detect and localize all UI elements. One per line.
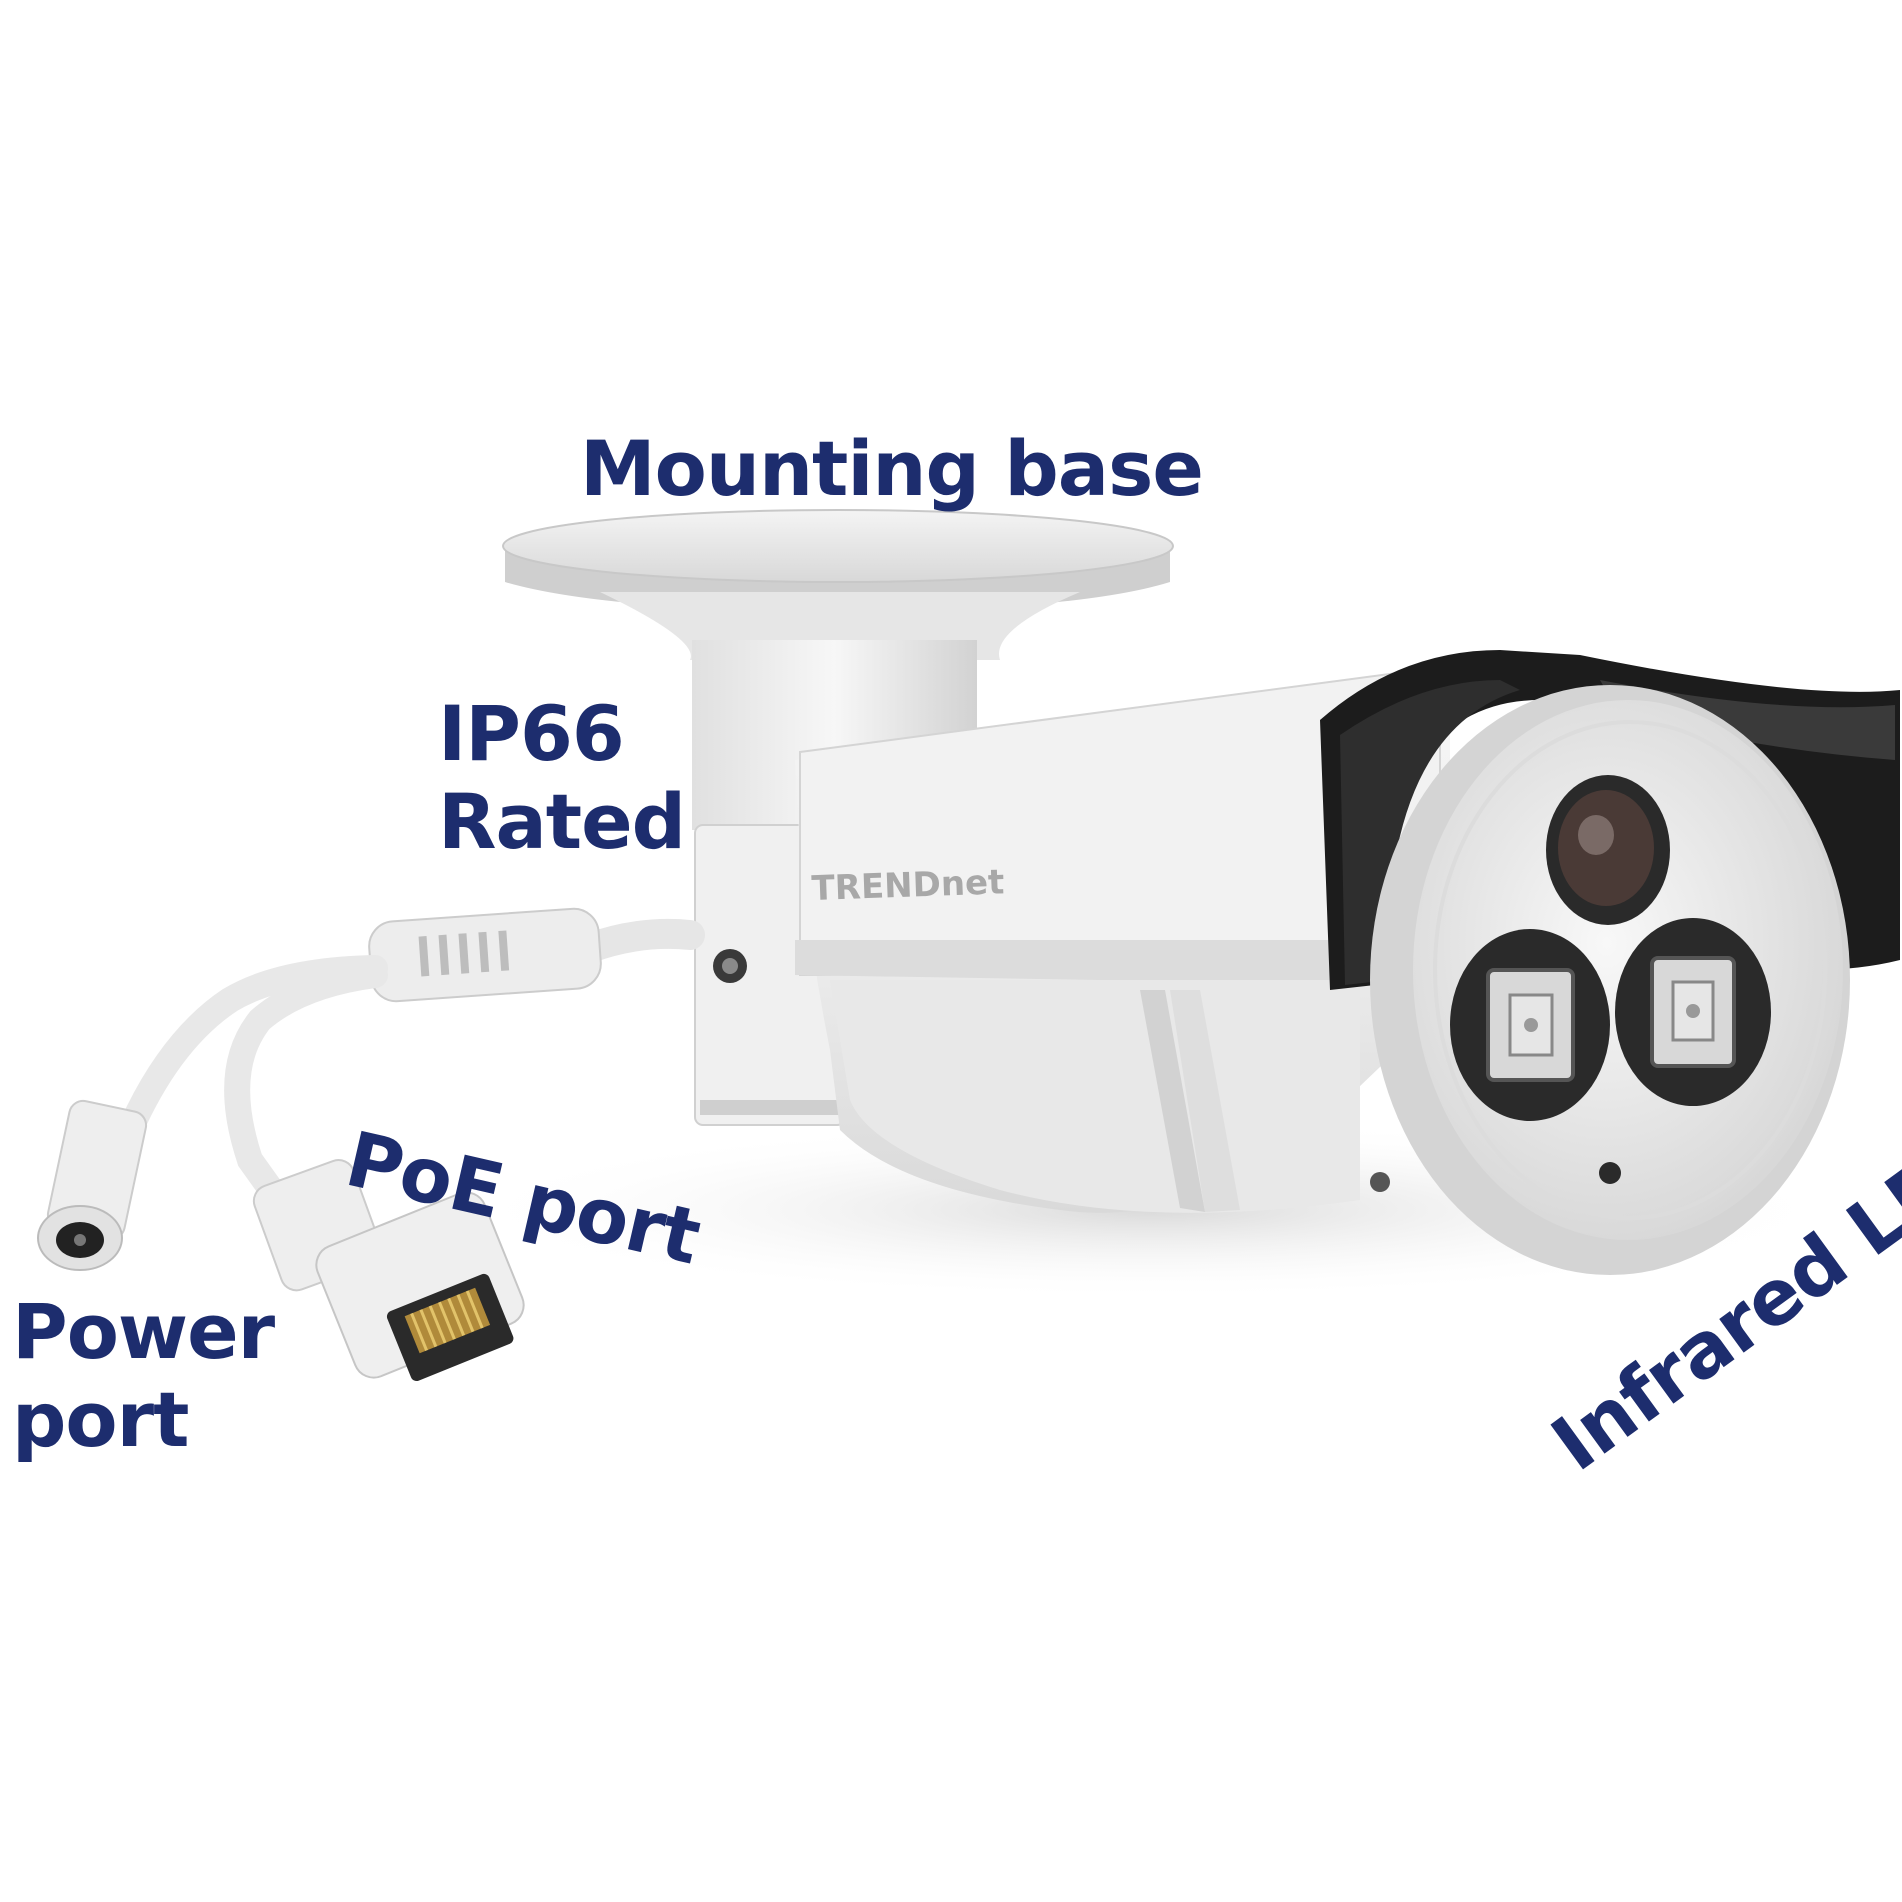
label-mounting-base: Mounting base — [580, 424, 1204, 513]
label-ip66-rated: IP66 Rated — [438, 689, 686, 867]
power-port-connector — [37, 1099, 148, 1271]
lens — [1546, 775, 1670, 925]
poe-port-connector — [252, 1159, 525, 1382]
infrared-led-left — [1450, 929, 1610, 1121]
label-ip66-line1: IP66 — [438, 689, 625, 778]
label-ip66-line2: Rated — [438, 777, 686, 867]
camera-front-face — [1370, 685, 1850, 1275]
cable-assembly — [37, 907, 705, 1382]
label-power-line1: Power — [12, 1287, 275, 1376]
label-mounting-base-text: Mounting base — [580, 424, 1204, 513]
infrared-led-right — [1615, 918, 1771, 1106]
brand-logo: TRENDnet — [811, 862, 1005, 909]
label-power-port: Power port — [12, 1287, 275, 1465]
label-power-line2: port — [12, 1375, 189, 1465]
